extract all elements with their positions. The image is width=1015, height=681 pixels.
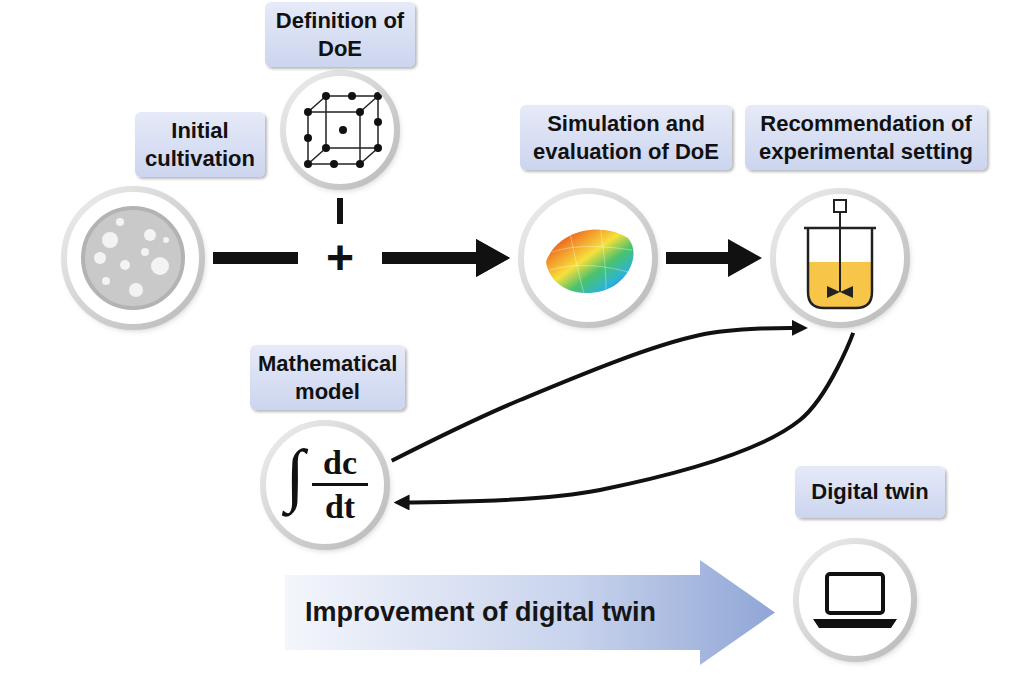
formula-numerator: dc: [312, 446, 368, 486]
circle-outline: [280, 70, 400, 190]
laptop-icon: [813, 574, 897, 628]
step-heading: Mathematical model: [258, 350, 397, 405]
formula-denominator: dt: [312, 490, 368, 524]
heading-box: Initial cultivation: [135, 112, 265, 177]
arrow-shape: [285, 560, 775, 665]
heading-box: Digital twin: [795, 466, 945, 518]
icon-disc: [64, 73, 914, 659]
circle-outline: [61, 186, 205, 330]
doe-cube-icon: [304, 92, 382, 168]
flow-arrow: [666, 252, 730, 264]
icon-circle: Definition of DoE: [280, 70, 400, 190]
heading-box: Recommendation of experimental setting: [745, 105, 987, 170]
circle-outline: [260, 420, 390, 550]
circle-outline: [793, 538, 917, 662]
step-heading: Recommendation of experimental setting: [753, 110, 979, 165]
step-heading: Simulation and evaluation of DoE: [528, 110, 724, 165]
arrow-body: [285, 560, 775, 665]
circle-ring: [263, 423, 387, 547]
heading-box: Mathematical model: [250, 345, 405, 410]
icon-circle: Initial cultivation: [61, 186, 205, 330]
circle-ring: [521, 191, 655, 325]
step-heading: Definition of DoE: [273, 7, 407, 62]
integral-sign: ∫: [278, 440, 312, 510]
heading-box: Definition of DoE: [265, 2, 415, 67]
circle-outline: [518, 188, 658, 328]
circle-ring: [796, 541, 914, 659]
icon-circle: Mathematical model∫dcdt: [260, 420, 390, 550]
step-heading: Initial cultivation: [143, 117, 257, 172]
circle-outline: [770, 188, 910, 328]
circle-ring: [64, 189, 202, 327]
petri-dish-icon: [83, 208, 183, 308]
flow-arrow: [340, 198, 478, 258]
progress-arrow: Improvement of digital twin: [285, 560, 775, 665]
cycle-arrow: [408, 333, 854, 503]
cycle-arrow: [392, 328, 794, 461]
icon-circle: Simulation and evaluation of DoE: [518, 188, 658, 328]
circle-ring: [773, 191, 907, 325]
response-surface-icon: [546, 226, 634, 294]
heading-box: Simulation and evaluation of DoE: [520, 105, 732, 170]
plus-sign: +: [326, 234, 354, 282]
step-heading: Digital twin: [803, 478, 937, 506]
icon-circle: Digital twin: [793, 538, 917, 662]
bioreactor-icon: [804, 200, 876, 308]
icon-circle: Recommendation of experimental setting: [770, 188, 910, 328]
arrow-label: Improvement of digital twin: [285, 597, 656, 628]
circle-ring: [283, 73, 397, 187]
